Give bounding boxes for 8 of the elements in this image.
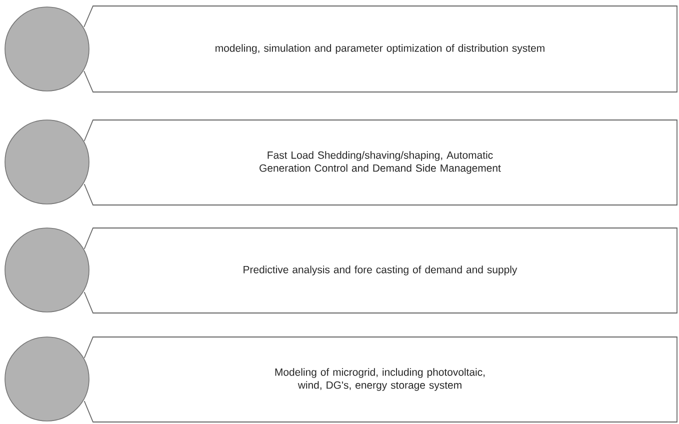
circle <box>4 228 90 312</box>
circle <box>4 120 90 204</box>
banner-box: Modeling of microgrid, including photovoltaic, wind, DG's, energy storage system <box>84 336 678 422</box>
circle <box>4 6 90 92</box>
banner-box: Predictive analysis and fore casting of demand and supply <box>84 228 678 314</box>
circle <box>4 336 90 422</box>
banner-box: Fast Load Shedding/shaving/shaping, Automatic Generation Control and Demand Side Management <box>84 120 678 206</box>
banner-box: modeling, simulation and parameter optimization of distribution system <box>84 6 678 92</box>
